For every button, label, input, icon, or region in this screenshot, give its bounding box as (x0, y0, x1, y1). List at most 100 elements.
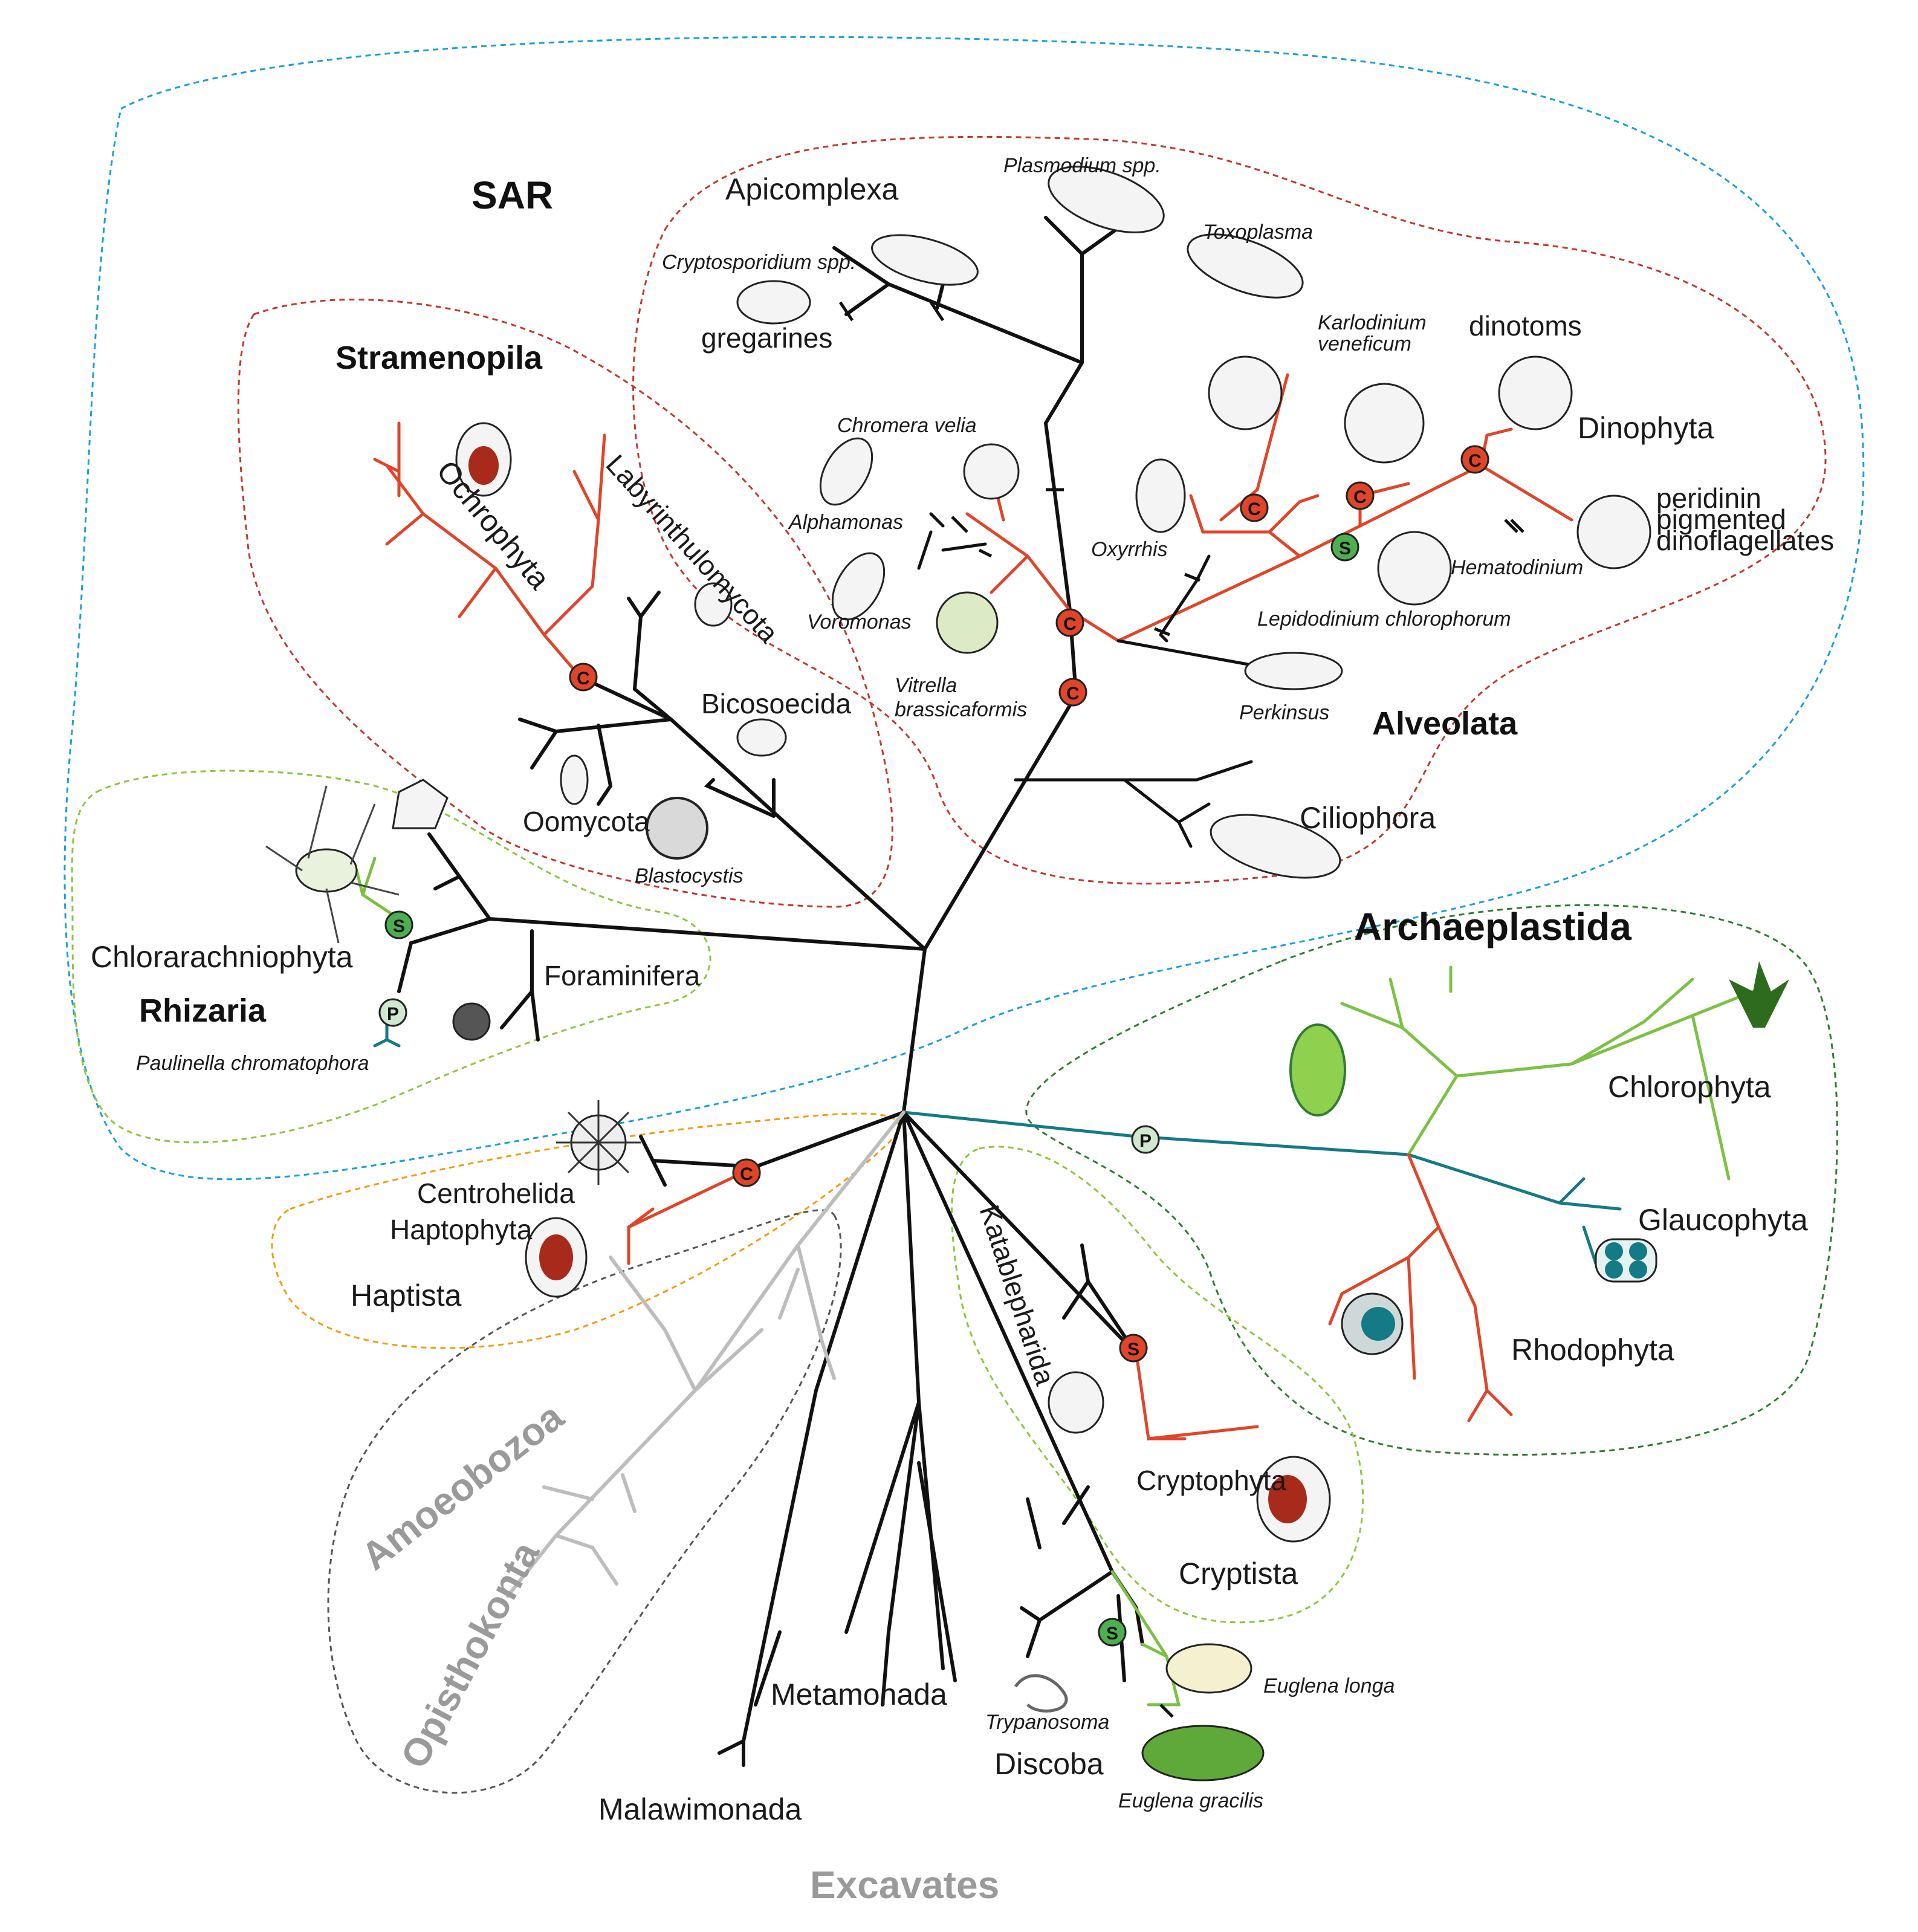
cryptosporidium-cell-icon (871, 234, 979, 286)
centrohelid-spines-icon (556, 1100, 641, 1185)
marker-label: C (1353, 487, 1367, 507)
branch-malawimonada (718, 1110, 906, 1767)
marker-label: S (1339, 539, 1351, 559)
branch-rhodophyta (1328, 1153, 1513, 1422)
glaucophyte-plastid-icon-b (1629, 1242, 1647, 1260)
katablepharid-cell-icon (1048, 1371, 1104, 1434)
chromera-label: Chromera velia (837, 414, 977, 437)
labels: SAR Stramenopila Alveolata Rhizaria Arch… (91, 154, 1834, 1907)
ochrophyte-plastid-icon (468, 446, 499, 485)
karlodinium-cell-icon (1208, 355, 1283, 430)
apicomplexa-label: Apicomplexa (725, 172, 898, 206)
hematodinium-label: Hematodinium (1451, 556, 1583, 579)
euglena-gracilis-label: Euglena gracilis (1118, 1789, 1263, 1812)
discoba-label: Discoba (994, 1747, 1104, 1781)
branch-rhizaria (397, 832, 927, 1042)
branch-haptista (639, 1110, 906, 1187)
opisthokonta-label: Opisthokonta (392, 1534, 548, 1775)
marker-s-lepidodinium: S (1330, 533, 1359, 562)
centrohelida-label: Centrohelida (417, 1178, 575, 1209)
lepidodinium-cell-icon (1377, 531, 1452, 606)
oxyrrhis-cell-icon (1135, 458, 1186, 533)
marker-s-euglena: S (1098, 1618, 1127, 1647)
oomycota-label: Oomycota (523, 806, 650, 837)
marker-label: P (387, 1004, 399, 1024)
plasmodium-cell-icon (1048, 166, 1165, 233)
marker-c-dinophyta-c: C (1460, 445, 1489, 474)
marker-s-cryptophyta: S (1119, 1334, 1148, 1363)
vitrella-cell-icon (936, 591, 999, 654)
alphamonas-label: Alphamonas (788, 511, 903, 534)
euglena-longa-cell-icon (1165, 1643, 1252, 1694)
boundaries (63, 36, 1865, 1794)
bicosoecid-cell-icon (736, 718, 787, 757)
alphamonas-cell-icon (819, 437, 873, 506)
rhodophyta-label: Rhodophyta (1511, 1333, 1674, 1367)
stramenopila-label: Stramenopila (335, 340, 543, 376)
marker-label: S (1106, 1624, 1118, 1644)
toxoplasma-label: Toxoplasma (1203, 221, 1313, 244)
land-plant-leaf-icon (1729, 961, 1789, 1028)
foraminifera-shell-icon (392, 779, 449, 829)
branch-metamonada (844, 1110, 957, 1707)
dinophyta-label: Dinophyta (1578, 411, 1714, 445)
marker-label: P (1139, 1131, 1152, 1151)
voromonas-cell-icon (831, 552, 886, 621)
labyrinthulomycota-label: Labyrinthulomycota (600, 449, 785, 649)
lepidodinium-label: Lepidodinium chlorophorum (1257, 608, 1511, 630)
gregarine-cell-icon (736, 280, 811, 325)
plastid-loss-bars (838, 301, 1524, 1718)
glaucophyte-plastid-icon-d (1629, 1260, 1647, 1279)
alveolata-label: Alveolata (1372, 705, 1518, 742)
marker-label: C (577, 669, 590, 689)
dinotoms-label: dinotoms (1469, 310, 1582, 342)
cryptophyte-plastid-icon (1268, 1475, 1307, 1523)
euglena-gracilis-cell-icon (1141, 1725, 1265, 1781)
haptista-label: Haptista (351, 1279, 462, 1312)
blastocystis-cell-icon (646, 797, 708, 860)
cell-illustrations (265, 166, 1789, 1781)
voromonas-label: Voromonas (807, 611, 912, 634)
chromera-cell-icon (963, 443, 1020, 500)
branch-stramenopila (518, 591, 927, 951)
peridinin-label-1: peridinin (1656, 482, 1761, 514)
haptophyte-plastid-icon (539, 1234, 573, 1280)
archaeplastida-boundary (1025, 904, 1838, 1456)
markers: C C C C C C C S (378, 301, 1524, 1718)
paulinella-label: Paulinella chromatophora (136, 1052, 369, 1075)
green-alga-cell-icon (1289, 1023, 1346, 1117)
karlodinium-label-1: Karlodinium (1318, 311, 1427, 334)
gregarines-label: gregarines (701, 322, 832, 354)
haptophyta-label: Haptophyta (390, 1214, 533, 1245)
cryptosporidium-label: Cryptosporidium spp. (662, 251, 856, 274)
sar-label: SAR (471, 173, 553, 217)
marker-c-myzozoa: C (1055, 608, 1084, 637)
dinotom-cell-icon-a (1344, 383, 1425, 464)
marker-s-chlorarachniophyta: S (384, 910, 413, 939)
marker-label: S (393, 916, 405, 936)
metamonada-label: Metamonada (771, 1678, 947, 1711)
bicosoecida-label: Bicosoecida (701, 688, 851, 719)
peridinin-cell-icon (1576, 494, 1651, 569)
sar-boundary (63, 36, 1865, 1181)
branch-ochrophyta (373, 421, 606, 679)
branch-cryptista (902, 1110, 1138, 1356)
ciliophora-label: Ciliophora (1300, 801, 1436, 835)
excavates-label: Excavates (810, 1863, 999, 1907)
glaucophyte-cell-icon (1595, 1238, 1657, 1283)
branch-chlorophyta (1340, 965, 1755, 1181)
marker-label: S (1127, 1340, 1139, 1360)
oxyrrhis-label: Oxyrrhis (1091, 538, 1168, 561)
trypanosome-cell-icon (1014, 1674, 1068, 1713)
vitrella-label-1: Vitrella (895, 674, 957, 697)
marker-p-paulinella: P (378, 998, 407, 1027)
branch-cryptophyta (1135, 1352, 1259, 1441)
branch-haptophyta (627, 1165, 757, 1265)
marker-label: C (740, 1164, 753, 1184)
stramenopila-boundary (237, 299, 893, 908)
rhizaria-boundary (71, 770, 711, 1144)
rhizaria-label: Rhizaria (139, 993, 267, 1029)
cryptista-boundary (951, 1146, 1364, 1624)
euglena-longa-label: Euglena longa (1263, 1674, 1395, 1697)
marker-label: C (1248, 499, 1261, 519)
